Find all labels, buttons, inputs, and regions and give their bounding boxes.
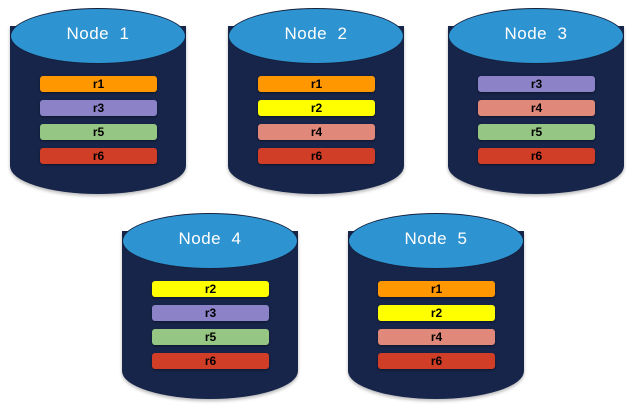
replica-bar[interactable]: r6 [378,353,495,369]
replica-label: r3 [530,77,543,91]
replica-label: r5 [204,330,217,344]
replica-label: r5 [92,125,105,139]
replica-bar[interactable]: r4 [258,124,375,140]
replica-list: r3 r4 r5 r6 [478,76,595,164]
replica-bar[interactable]: r6 [40,148,157,164]
replica-label: r2 [204,282,217,296]
node-label: Node 2 [284,24,348,43]
node-cylinder-top [448,8,624,64]
database-node[interactable]: Node 3 r3 r4 r5 r6 [448,8,624,194]
node-label: Node 3 [504,24,568,43]
replica-label: r3 [204,306,217,320]
replica-label: r6 [430,354,443,368]
replica-label: r4 [430,330,443,344]
replica-bar[interactable]: r4 [378,329,495,345]
replica-bar[interactable]: r6 [258,148,375,164]
replica-list: r1 r2 r4 r6 [378,281,495,369]
database-node[interactable]: Node 2 r1 r2 r4 r6 [228,8,404,194]
replica-bar[interactable]: r5 [478,124,595,140]
replica-label: r2 [310,101,323,115]
node-label: Node 1 [66,24,130,43]
node-cylinder-top [122,213,298,269]
node-cylinder-top [10,8,186,64]
replica-bar[interactable]: r6 [152,353,269,369]
replica-label: r4 [310,125,323,139]
replica-label: r6 [310,149,323,163]
replica-label: r1 [92,77,105,91]
replica-bar[interactable]: r2 [378,305,495,321]
replica-bar[interactable]: r6 [478,148,595,164]
database-node[interactable]: Node 1 r1 r3 r5 r6 [10,8,186,194]
replica-bar[interactable]: r5 [40,124,157,140]
replica-list: r1 r3 r5 r6 [40,76,157,164]
replica-list: r1 r2 r4 r6 [258,76,375,164]
node-cylinder-top [228,8,404,64]
replica-bar[interactable]: r3 [478,76,595,92]
replica-label: r1 [430,282,443,296]
replica-bar[interactable]: r2 [152,281,269,297]
database-node[interactable]: Node 4 r2 r3 r5 r6 [122,213,298,399]
replica-label: r5 [530,125,543,139]
replica-bar[interactable]: r4 [478,100,595,116]
replica-bar[interactable]: r3 [40,100,157,116]
node-label: Node 5 [404,229,468,248]
replica-bar[interactable]: r2 [258,100,375,116]
replica-label: r6 [92,149,105,163]
replica-bar[interactable]: r3 [152,305,269,321]
replica-label: r6 [530,149,543,163]
replica-bar[interactable]: r1 [258,76,375,92]
replica-label: r1 [310,77,323,91]
replica-label: r4 [530,101,543,115]
replica-bar[interactable]: r1 [378,281,495,297]
replica-label: r6 [204,354,217,368]
replica-label: r2 [430,306,443,320]
replica-bar[interactable]: r5 [152,329,269,345]
node-label: Node 4 [178,229,242,248]
database-node[interactable]: Node 5 r1 r2 r4 r6 [348,213,524,399]
replica-list: r2 r3 r5 r6 [152,281,269,369]
replica-label: r3 [92,101,105,115]
replica-bar[interactable]: r1 [40,76,157,92]
node-cylinder-top [348,213,524,269]
